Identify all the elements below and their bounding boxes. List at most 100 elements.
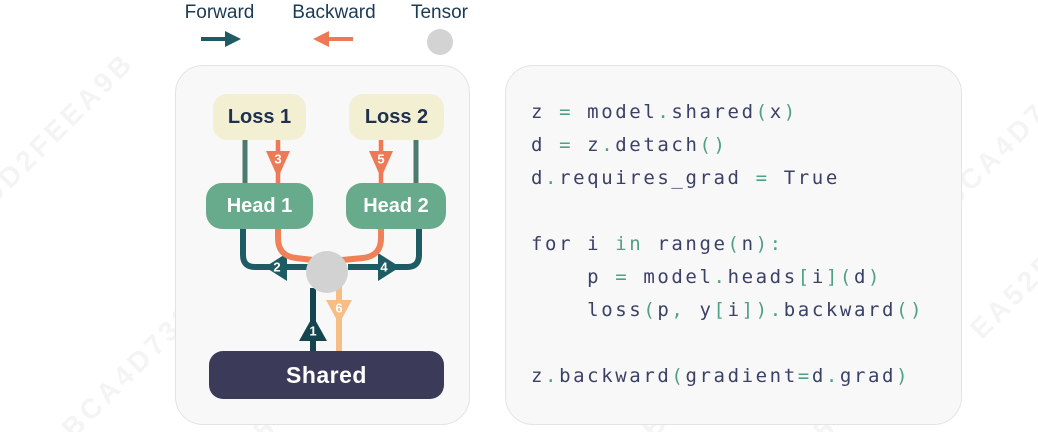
code-token: ): xyxy=(755,233,784,255)
forward-arrowhead-step4 xyxy=(378,253,400,281)
code-token: gradient xyxy=(685,365,798,387)
forward-arrow-icon xyxy=(200,31,241,47)
head2-box: Head 2 xyxy=(346,183,446,229)
code-token: . xyxy=(601,134,616,156)
code-line: for i in range(n): xyxy=(531,228,953,261)
code-token: . xyxy=(545,365,560,387)
tensor-dot-icon xyxy=(426,29,453,55)
code-token: [ xyxy=(713,299,728,321)
backward-arrow-icon xyxy=(313,31,353,47)
code-token: = xyxy=(755,167,784,189)
legend-tensor: Tensor xyxy=(392,2,487,55)
backward-arrowhead-step3 xyxy=(266,151,290,178)
code-token: . xyxy=(657,101,672,123)
code-token: z xyxy=(587,134,602,156)
loss2-label: Loss 2 xyxy=(364,105,429,128)
head1-label: Head 1 xyxy=(226,194,293,217)
code-token: = xyxy=(559,101,588,123)
code-token: ]( xyxy=(825,266,854,288)
watermark-text: 6DD2FEEA9B xyxy=(0,46,141,226)
forward-arrowhead-step2 xyxy=(265,253,287,281)
code-token: model xyxy=(643,266,714,288)
legend-forward-label: Forward xyxy=(184,2,255,23)
code-token: . xyxy=(713,266,728,288)
code-token: [ xyxy=(797,266,812,288)
code-token: . xyxy=(825,365,840,387)
code-token: () xyxy=(896,299,925,321)
code-token: heads xyxy=(727,266,798,288)
code-token: i xyxy=(811,266,826,288)
code-line xyxy=(531,195,953,228)
code-token: i xyxy=(727,299,742,321)
shared-box: Shared xyxy=(209,351,444,399)
code-block: z = model.shared(x)d = z.detach()d.requi… xyxy=(531,96,953,393)
code-token: ) xyxy=(783,101,798,123)
watermark-text: EA52E49456 xyxy=(963,176,1038,345)
code-token: d xyxy=(853,266,868,288)
flow-svg xyxy=(240,140,422,354)
code-token: ) xyxy=(896,365,911,387)
code-token: = xyxy=(797,365,812,387)
code-token: requires_grad xyxy=(559,167,756,189)
code-token: = xyxy=(559,134,588,156)
code-token: for i xyxy=(531,233,616,255)
code-token: detach xyxy=(615,134,700,156)
loss1-box: Loss 1 xyxy=(213,94,306,140)
code-token: . xyxy=(545,167,560,189)
code-token: , xyxy=(671,299,700,321)
code-token: z xyxy=(531,101,560,123)
code-token: backward xyxy=(559,365,672,387)
tensor-circle xyxy=(306,251,348,293)
backward-arrow-head xyxy=(313,31,329,47)
shared-label: Shared xyxy=(286,361,367,388)
legend-forward: Forward xyxy=(162,2,277,47)
forward-path-tensor-to-head2 xyxy=(348,226,422,270)
diagram-panel: Loss 1 Loss 2 Head 1 Head 2 Shared 1 2 3… xyxy=(175,65,470,425)
code-token: p xyxy=(531,266,616,288)
code-token: in xyxy=(615,233,644,255)
code-token: ]). xyxy=(741,299,784,321)
code-token: backward xyxy=(783,299,897,321)
forward-path-tensor-to-head1 xyxy=(240,226,308,270)
code-line: d = z.detach() xyxy=(531,129,953,162)
code-token: z xyxy=(531,365,546,387)
code-token: loss xyxy=(531,299,644,321)
code-line: p = model.heads[i](d) xyxy=(531,261,953,294)
code-token: x xyxy=(769,101,784,123)
loss2-box: Loss 2 xyxy=(349,94,444,140)
legend-backward: Backward xyxy=(278,2,390,47)
code-token: d xyxy=(811,365,826,387)
code-line: z = model.shared(x) xyxy=(531,96,953,129)
forward-arrowhead-step1 xyxy=(299,316,327,341)
legend-backward-label: Backward xyxy=(292,2,376,23)
code-panel: z = model.shared(x)d = z.detach()d.requi… xyxy=(505,65,962,425)
code-line: loss(p, y[i]).backward() xyxy=(531,294,953,327)
code-token: ( xyxy=(643,299,658,321)
code-line: z.backward(gradient=d.grad) xyxy=(531,360,953,393)
code-line: d.requires_grad = True xyxy=(531,162,953,195)
head1-box: Head 1 xyxy=(206,183,313,229)
code-token: = xyxy=(615,266,644,288)
code-token: ( xyxy=(755,101,770,123)
code-token: d xyxy=(531,134,560,156)
legend-tensor-label: Tensor xyxy=(410,2,469,23)
head2-label: Head 2 xyxy=(363,194,429,217)
code-token: ( xyxy=(671,365,686,387)
code-token: ) xyxy=(867,266,883,288)
backward-arrowhead-step6 xyxy=(326,300,352,324)
code-token: n xyxy=(741,233,756,255)
code-line xyxy=(531,327,953,360)
backward-curve-head1-to-tensor xyxy=(275,223,316,263)
code-token: d xyxy=(531,167,546,189)
backward-arrowhead-step5 xyxy=(369,151,393,178)
code-token: model xyxy=(587,101,658,123)
code-token: True xyxy=(783,167,840,189)
code-token: shared xyxy=(671,101,756,123)
code-token: p xyxy=(657,299,672,321)
code-token: ( xyxy=(727,233,742,255)
code-token: range xyxy=(643,233,728,255)
backward-curve-head2-to-tensor xyxy=(339,223,384,263)
loss1-label: Loss 1 xyxy=(227,105,292,128)
code-token: grad xyxy=(839,365,897,387)
